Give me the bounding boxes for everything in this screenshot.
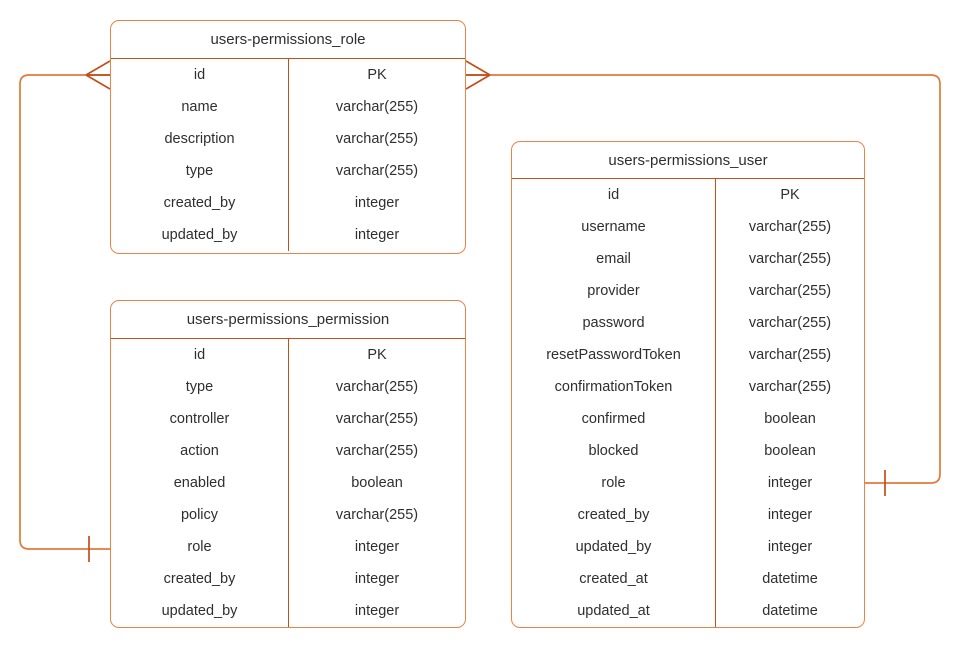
field-name-cell[interactable]: action [180,443,219,459]
field-type-column-user: PK varchar(255) varchar(255) varchar(255) va… [716,179,864,627]
field-type-column-role: PK varchar(255) varchar(255) varchar(255) in… [289,59,465,251]
entity-title-permission: users-permissions_permission [111,301,465,339]
field-type-cell[interactable]: integer [767,507,813,523]
field-name-cell[interactable]: updated_by [161,603,238,619]
field-name-cell[interactable]: role [601,475,626,491]
field-type-cell[interactable]: integer [354,571,400,587]
field-type-cell[interactable]: varchar(255) [748,283,832,299]
relationship-line-role-permission[interactable] [19,74,110,550]
field-type-cell[interactable]: boolean [764,443,816,459]
entity-body-user: id username email provider password resetPass… [512,179,864,627]
field-type-cell[interactable]: datetime [762,571,818,587]
field-type-cell[interactable]: varchar(255) [748,315,832,331]
field-type-cell[interactable]: varchar(255) [748,379,832,395]
field-type-cell[interactable]: datetime [762,603,818,619]
field-name-cell[interactable]: role [187,539,212,555]
field-name-cell[interactable]: controller [169,411,230,427]
field-name-column-user: id username email provider password resetPass… [512,179,716,627]
entity-title-user: users-permissions_user [512,142,864,179]
field-type-cell[interactable]: boolean [764,411,816,427]
field-type-cell[interactable]: integer [354,195,400,211]
field-name-cell[interactable]: enabled [173,475,226,491]
field-type-cell[interactable]: varchar(255) [748,347,832,363]
field-type-cell[interactable]: varchar(255) [748,251,832,267]
field-name-cell[interactable]: resetPasswordToken [546,347,681,363]
field-name-cell[interactable]: updated_by [161,227,238,243]
entity-body-permission: id type controller action enabled policy role c… [111,339,465,627]
field-type-cell[interactable]: integer [354,539,400,555]
field-type-cell[interactable]: varchar(255) [335,99,419,115]
field-name-column-permission: id type controller action enabled policy role c… [111,339,289,627]
field-type-cell[interactable]: integer [354,603,400,619]
field-type-cell[interactable]: varchar(255) [335,379,419,395]
field-name-cell[interactable]: id [607,187,620,203]
field-name-cell[interactable]: updated_by [575,539,652,555]
field-name-cell[interactable]: updated_at [577,603,650,619]
field-type-cell[interactable]: varchar(255) [335,131,419,147]
field-name-cell[interactable]: username [581,219,646,235]
field-name-cell[interactable]: type [185,163,214,179]
field-name-cell[interactable]: policy [180,507,219,523]
field-name-cell[interactable]: confirmed [581,411,646,427]
field-type-cell[interactable]: integer [767,539,813,555]
crowsfoot-many-icon-right [465,60,491,90]
field-name-cell[interactable]: type [185,379,214,395]
field-type-cell[interactable]: PK [780,187,800,203]
field-type-cell[interactable]: boolean [351,475,403,491]
field-type-cell[interactable]: varchar(255) [335,411,419,427]
field-type-cell[interactable]: integer [767,475,813,491]
entity-body-role: id name description type created_by updated_b… [111,59,465,251]
field-type-cell[interactable]: integer [354,227,400,243]
field-name-cell[interactable]: password [582,315,645,331]
field-name-cell[interactable]: blocked [588,443,639,459]
field-type-column-permission: PK varchar(255) varchar(255) varchar(255) bo… [289,339,465,627]
field-name-cell[interactable]: id [193,67,206,83]
field-name-cell[interactable]: name [181,99,218,115]
field-type-cell[interactable]: varchar(255) [335,443,419,459]
field-name-column-role: id name description type created_by updated_b… [111,59,289,251]
field-type-cell[interactable]: varchar(255) [335,163,419,179]
entity-title-role: users-permissions_role [111,21,465,59]
field-type-cell[interactable]: PK [367,67,387,83]
field-name-cell[interactable]: created_by [577,507,650,523]
field-name-cell[interactable]: created_at [579,571,648,587]
crowsfoot-many-icon-left [85,60,111,90]
field-name-cell[interactable]: created_by [163,195,236,211]
field-name-cell[interactable]: description [164,131,235,147]
field-type-cell[interactable]: PK [367,347,387,363]
field-type-cell[interactable]: varchar(255) [335,507,419,523]
field-name-cell[interactable]: email [596,251,631,267]
field-name-cell[interactable]: confirmationToken [554,379,673,395]
field-name-cell[interactable]: provider [587,283,640,299]
field-name-cell[interactable]: id [193,347,206,363]
field-type-cell[interactable]: varchar(255) [748,219,832,235]
field-name-cell[interactable]: created_by [163,571,236,587]
